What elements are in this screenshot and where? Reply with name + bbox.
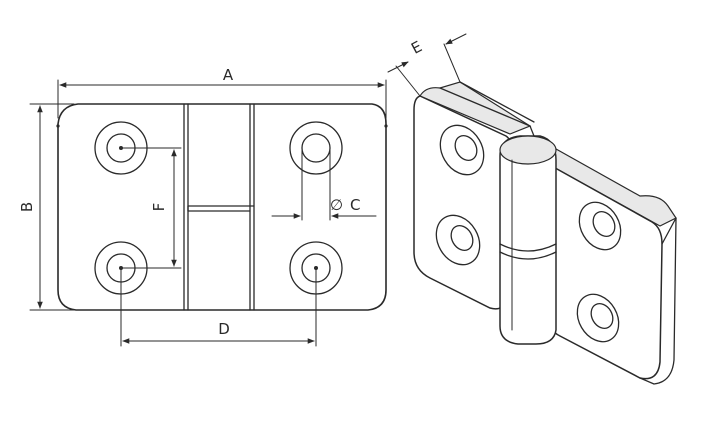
dimension-label-B: B — [18, 202, 36, 212]
left-leaf-edge — [439, 81, 535, 137]
dimension-label-E: E — [408, 37, 425, 57]
left-leaf-top — [419, 81, 532, 135]
corner-dot — [384, 124, 388, 128]
dimension-A: A — [57, 66, 387, 119]
dimension-symbol-diameter: ∅ — [330, 196, 343, 214]
dimension-D: D — [120, 267, 317, 347]
dimension-label-D: D — [218, 320, 230, 338]
dimension-label-C: C — [350, 196, 360, 214]
corner-dot — [56, 124, 60, 128]
knuckle-joint — [499, 243, 557, 260]
front-plate-outline — [57, 103, 387, 311]
dimension-label-F: F — [150, 203, 168, 212]
knuckle-split — [187, 205, 255, 212]
isometric-view — [413, 81, 677, 385]
iso-hole-left-bottom — [435, 214, 481, 266]
right-leaf-top — [538, 138, 677, 227]
knuckle-top — [499, 135, 557, 165]
dimension-B: B — [18, 103, 75, 311]
right-leaf-side — [639, 217, 677, 385]
iso-hole-right-bottom — [576, 293, 620, 343]
dimension-C: ∅ C — [271, 147, 377, 221]
dimension-label-A: A — [223, 66, 234, 84]
knuckle-cylinder — [499, 135, 557, 345]
iso-hole-right-top — [578, 201, 622, 251]
hole-top-right — [289, 121, 343, 175]
iso-hole-left-top — [439, 124, 485, 176]
dimension-F: F — [120, 147, 182, 269]
